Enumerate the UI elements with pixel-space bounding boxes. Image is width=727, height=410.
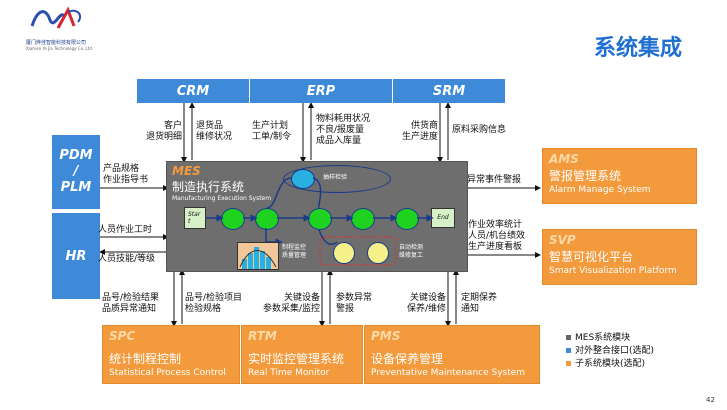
spc-cn: 统计制程控制 — [109, 352, 182, 366]
srm-box: SRM — [393, 79, 505, 103]
pms-box: PMS 设备保养管理 Preventative Maintenance Syst… — [364, 325, 540, 384]
svp-out-label: 作业效率统计 人员/机台绩效 生产进度看板 — [468, 220, 526, 252]
spc-abbr: SPC — [109, 329, 136, 343]
svp-abbr: SVP — [549, 233, 576, 247]
mes-box: MES 制造执行系统 Manufacturing Execution Syste… — [166, 161, 468, 272]
sampling-oval — [283, 165, 391, 193]
pms-abbr: PMS — [371, 329, 401, 343]
legend-swatch-mes — [566, 335, 571, 340]
ams-cn: 警报管理系统 — [549, 169, 622, 183]
spc-up-label: 品号/检验结果 品质异常通知 — [102, 293, 160, 314]
hr-in1-label: 人员作业工时 — [98, 225, 153, 235]
srm-down-label: 供货商 生产进度 — [401, 121, 438, 142]
pms-cn: 设备保养管理 — [371, 352, 444, 366]
crm-box: CRM — [137, 79, 249, 103]
hr-box: HR — [52, 213, 100, 299]
legend-item: MES系统模块 — [566, 330, 630, 343]
svp-box: SVP 智慧可视化平台 Smart Visualization Platform — [542, 229, 697, 285]
legend-swatch-sub — [566, 361, 571, 366]
rtm-cn: 实时监控管理系统 — [248, 352, 345, 366]
erp-down-label: 生产计划 工单/制令 — [252, 121, 292, 142]
legend-swatch-interface — [566, 348, 571, 353]
company-name-en: Xiamen Ye Jia Technology Co.,Ltd. — [26, 46, 94, 51]
auto-check-node — [367, 242, 389, 264]
crm-down-label: 客户 退货明细 — [145, 121, 182, 142]
spc-box: SPC 统计制程控制 Statistical Process Control — [102, 325, 240, 384]
ams-abbr: AMS — [549, 152, 579, 166]
page-number: 42 — [706, 396, 715, 404]
srm-up-label: 原料采购信息 — [452, 125, 507, 135]
histogram-icon — [239, 247, 277, 269]
pms-down-label: 关键设备 保养/维修 — [406, 293, 446, 314]
spc-en: Statistical Process Control — [109, 368, 226, 378]
monitor-label: 制程监控 质量管理 — [282, 244, 307, 259]
rtm-down-label: 关键设备 参数采集/监控 — [262, 293, 320, 314]
spc-down-label: 品号/检验项目 检验规格 — [185, 293, 243, 314]
pms-en: Preventative Maintenance System — [371, 368, 526, 378]
pdm-plm-box: PDM / PLM — [52, 135, 100, 209]
erp-box: ERP — [250, 79, 392, 103]
legend-item: 对外整合接口(选配) — [566, 343, 654, 356]
svp-en: Smart Visualization Platform — [549, 266, 677, 276]
auto-check-label: 自动检测 维修复工 — [399, 244, 424, 259]
mes-name-en: Manufacturing Execution System — [172, 195, 272, 202]
logo-icon — [30, 6, 82, 29]
auto-check-node — [333, 242, 355, 264]
mes-name: 制造执行系统 — [172, 180, 245, 194]
histogram-chart — [237, 242, 279, 270]
legend-item: 子系统模块(选配) — [566, 356, 645, 369]
legend-label-sub: 子系统模块(选配) — [575, 359, 646, 369]
ams-box: AMS 警报管理系统 Alarm Manage System — [542, 148, 697, 204]
mes-flow-lines — [206, 177, 434, 266]
crm-up-label: 退货品 维修状况 — [196, 121, 233, 142]
start-box: Star t — [184, 207, 206, 229]
page-title: 系统集成 — [594, 36, 683, 61]
erp-up-label: 物料耗用状况 不良/报废量 成品入库量 — [316, 114, 371, 146]
ams-en: Alarm Manage System — [549, 185, 651, 195]
pdm-in-label: 产品规格 作业指导书 — [103, 164, 149, 185]
legend-label-mes: MES系统模块 — [575, 333, 631, 343]
mes-abbr: MES — [172, 164, 201, 178]
company-logo — [28, 6, 118, 36]
pms-up-label: 定期保养 通知 — [461, 293, 498, 314]
legend-label-interface: 对外整合接口(选配) — [575, 346, 655, 356]
rtm-en: Real Time Monitor — [248, 368, 330, 378]
ams-out-label: 异常事件警报 — [467, 175, 522, 185]
svp-cn: 智慧可视化平台 — [549, 250, 634, 264]
company-name: 厦门烨佳智能科技有限公司 — [26, 40, 87, 46]
rtm-up-label: 参数异常 警报 — [336, 293, 373, 314]
hr-in2-label: 人员技能/等级 — [98, 254, 156, 264]
rtm-box: RTM 实时监控管理系统 Real Time Monitor — [241, 325, 363, 384]
rtm-abbr: RTM — [248, 329, 277, 343]
sampling-label: 抽样检验 — [323, 174, 348, 181]
